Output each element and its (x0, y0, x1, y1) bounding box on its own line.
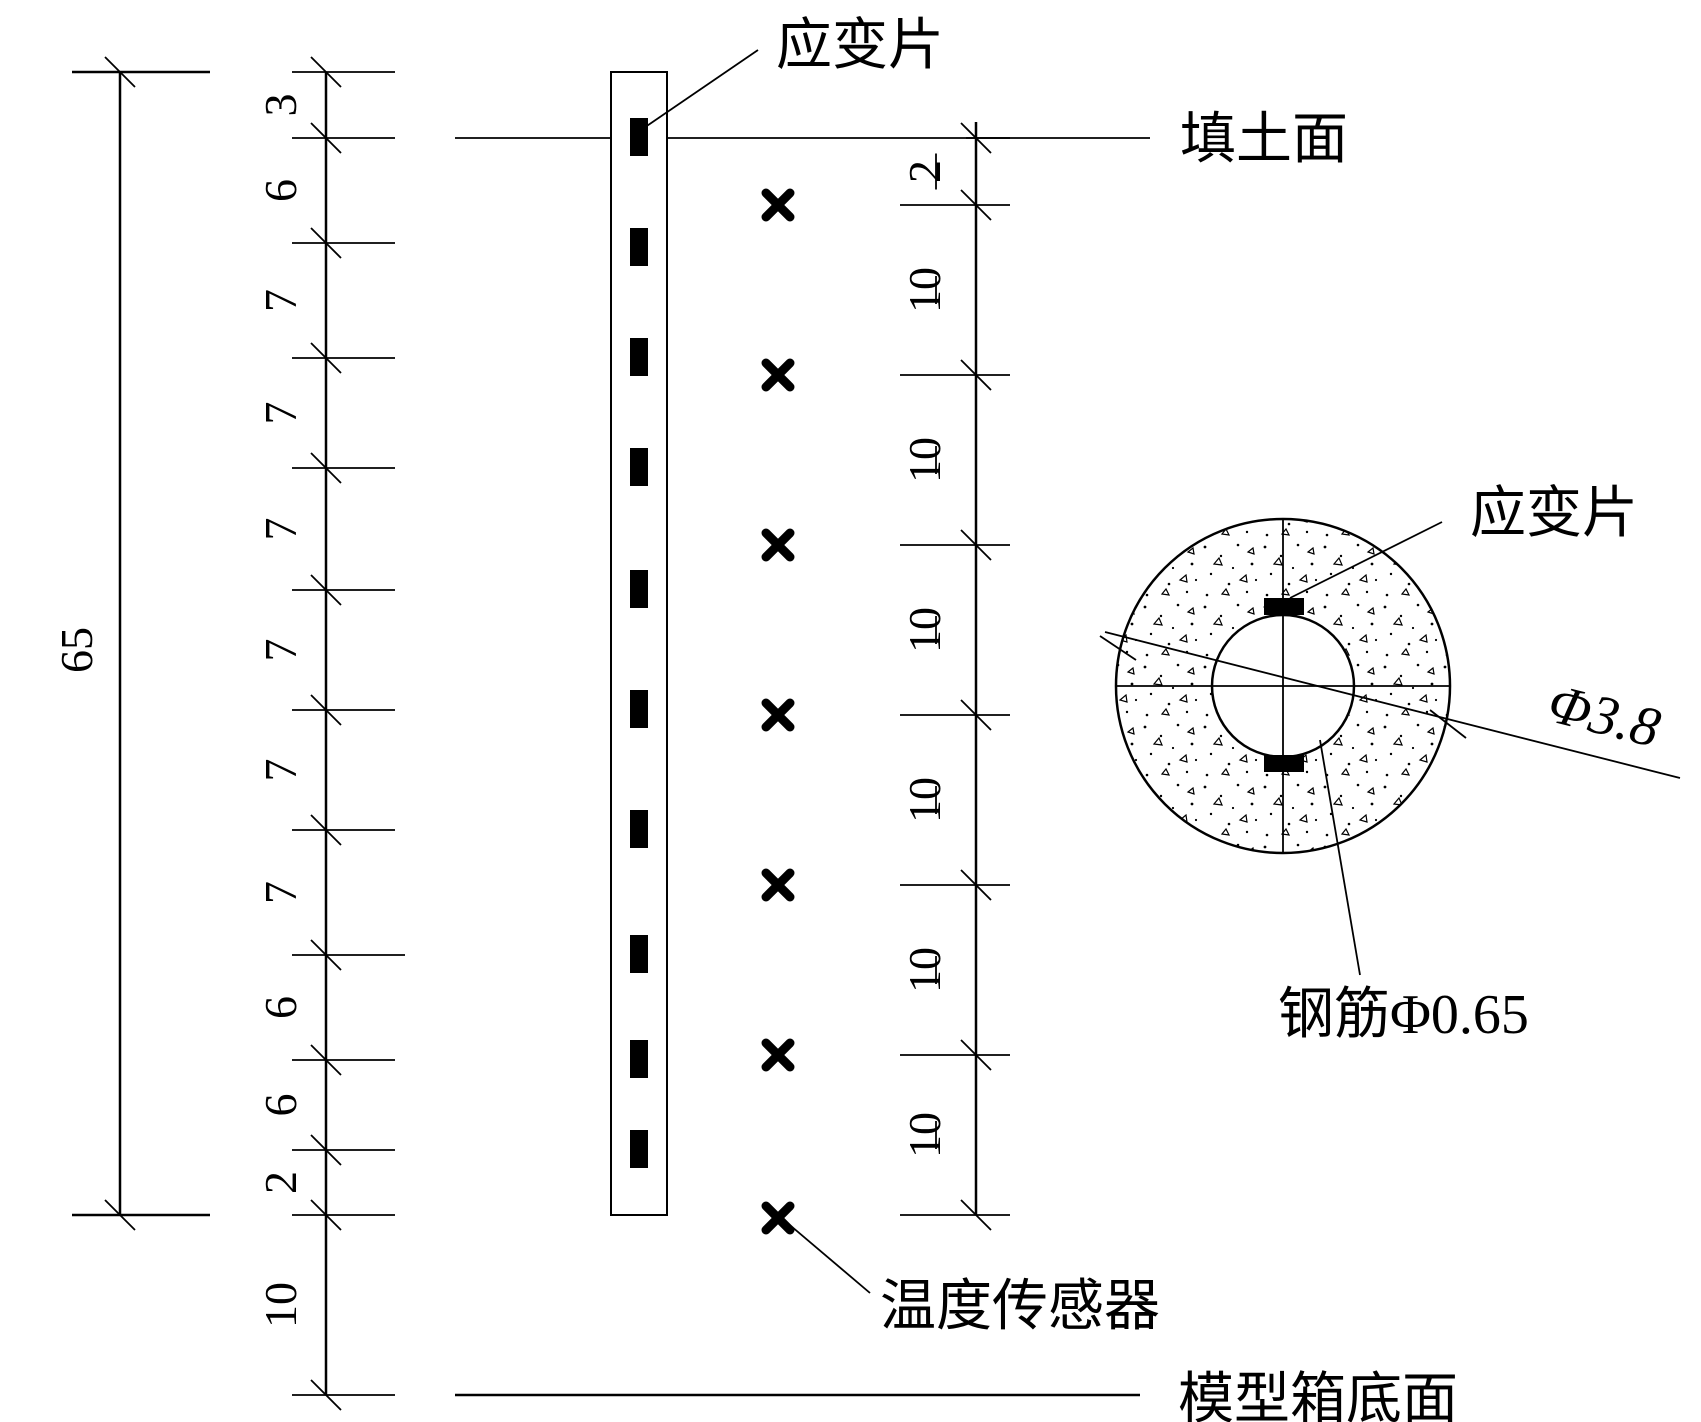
left-chain-label-8: 6 (255, 996, 306, 1019)
right-chain-tick-3 (960, 529, 992, 561)
strain-gauge-9 (630, 1130, 648, 1168)
temperature-sensors (761, 188, 795, 1235)
left-chain-tick-0 (310, 56, 342, 88)
strain-gauge-5 (630, 690, 648, 728)
left-chain-tick-6 (310, 694, 342, 726)
temperature-sensor-2 (761, 528, 795, 562)
section-strain-gauge-label: 应变片 (1470, 481, 1638, 546)
right-chain-tick-0 (960, 122, 992, 154)
pile-cross-section: Φ3.8 应变片 钢筋Φ0.65 (1099, 481, 1681, 1046)
overall-dim-text: 65 (51, 627, 102, 673)
right-chain-tick-4 (960, 699, 992, 731)
temperature-sensor-3 (761, 698, 795, 732)
strain-gauge-top-label: 应变片 (776, 13, 944, 78)
left-dimension-chain: 3 6 7 7 7 7 7 7 6 6 2 10 (255, 56, 405, 1411)
left-chain-tick-12 (310, 1379, 342, 1411)
section-gauge-bottom (1264, 755, 1304, 772)
left-chain-label-3: 7 (255, 402, 306, 425)
temperature-sensor-leader (777, 1214, 871, 1294)
strain-gauge-7 (630, 935, 648, 973)
box-bottom-label: 模型箱底面 (1178, 1367, 1458, 1422)
left-chain-tick-4 (310, 452, 342, 484)
right-chain-extensions (900, 122, 1010, 1231)
right-chain-label-2: 10 (899, 437, 950, 483)
left-chain-tick-1 (310, 122, 342, 154)
fill-surface-label: 填土面 (1180, 107, 1348, 172)
left-chain-label-2: 7 (255, 289, 306, 312)
temperature-sensor-6 (761, 1201, 795, 1235)
temperature-sensor-0 (761, 188, 795, 222)
strain-gauge-2 (630, 338, 648, 376)
left-chain-labels: 3 6 7 7 7 7 7 7 6 6 2 10 (255, 94, 306, 1329)
right-chain-label-6: 10 (899, 1112, 950, 1158)
left-chain-extensions (292, 56, 405, 1411)
overall-dimension: 65 (51, 56, 210, 1231)
diameter-tick-left (1099, 635, 1137, 661)
overall-tick-top (104, 56, 136, 88)
rebar-label: 钢筋Φ0.65 (1278, 984, 1529, 1046)
right-chain-labels: 2 10 10 10 10 10 10 (899, 160, 950, 1158)
right-chain-tick-2 (960, 359, 992, 391)
left-chain-label-0: 3 (255, 94, 306, 117)
section-gauge-leader (1289, 521, 1443, 599)
left-chain-tick-8 (310, 939, 342, 971)
left-chain-label-6: 7 (255, 759, 306, 782)
right-chain-label-5: 10 (899, 947, 950, 993)
left-chain-label-5: 7 (255, 639, 306, 662)
strain-gauge-1 (630, 228, 648, 266)
left-chain-label-10: 2 (255, 1171, 306, 1194)
diameter-line (1104, 631, 1681, 779)
right-chain-label-1: 10 (899, 267, 950, 313)
rebar-leader (1319, 739, 1361, 976)
right-chain-tick-1 (960, 189, 992, 221)
overall-tick-bottom (104, 1199, 136, 1231)
left-chain-label-11: 10 (255, 1282, 306, 1328)
temperature-sensor-label: 温度传感器 (880, 1274, 1160, 1339)
left-chain-label-4: 7 (255, 518, 306, 541)
left-chain-tick-11 (310, 1199, 342, 1231)
section-gauge-top (1264, 598, 1304, 615)
left-chain-tick-10 (310, 1134, 342, 1166)
right-chain-tick-7 (960, 1199, 992, 1231)
strain-gauge-0 (630, 118, 648, 156)
temperature-sensor-4 (761, 868, 795, 902)
left-chain-label-7: 7 (255, 881, 306, 904)
left-chain-label-9: 6 (255, 1094, 306, 1117)
temperature-sensor-1 (761, 358, 795, 392)
right-chain-tick-6 (960, 1039, 992, 1071)
right-chain-label-3: 10 (899, 607, 950, 653)
right-chain-label-4: 10 (899, 777, 950, 823)
strain-gauges (630, 118, 648, 1168)
strain-gauge-top-leader (637, 49, 759, 133)
strain-gauge-8 (630, 1040, 648, 1078)
pile (610, 71, 668, 1216)
diameter-tick-right (1429, 709, 1467, 739)
strain-gauge-4 (630, 570, 648, 608)
right-dimension-chain: 2 10 10 10 10 10 10 (899, 122, 1010, 1231)
temperature-sensor-5 (761, 1038, 795, 1072)
left-chain-label-1: 6 (255, 179, 306, 202)
left-chain-tick-9 (310, 1044, 342, 1076)
left-chain-tick-5 (310, 574, 342, 606)
left-chain-tick-3 (310, 342, 342, 374)
right-chain-tick-5 (960, 869, 992, 901)
right-chain-label-0: 2 (899, 160, 950, 183)
left-chain-tick-2 (310, 227, 342, 259)
strain-gauge-6 (630, 810, 648, 848)
left-chain-tick-7 (310, 814, 342, 846)
strain-gauge-3 (630, 448, 648, 486)
